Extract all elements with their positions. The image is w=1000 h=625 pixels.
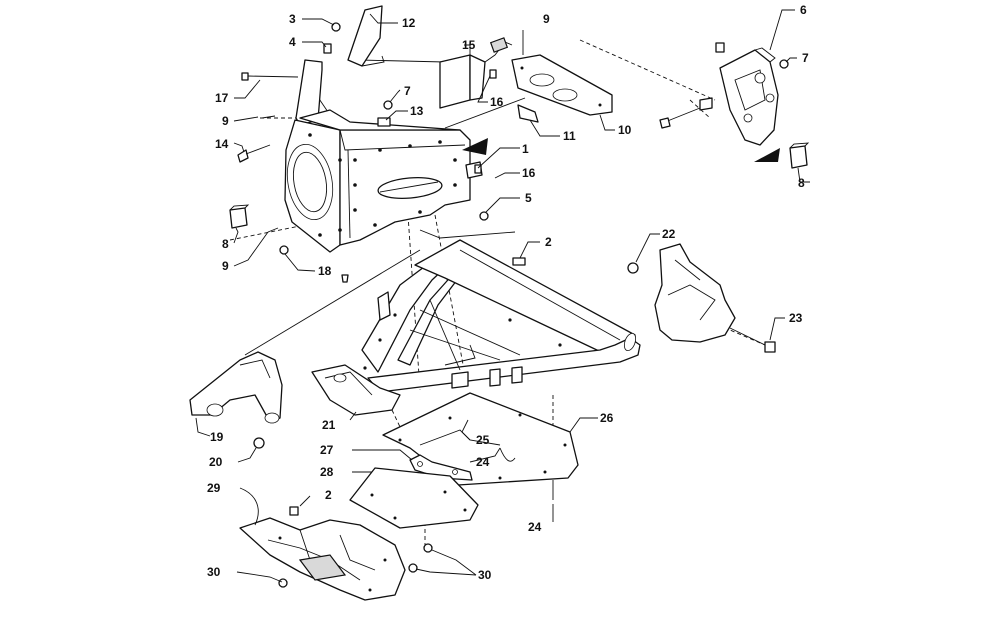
callout-20: 20 xyxy=(209,455,223,469)
callout-28: 28 xyxy=(320,465,334,479)
callout-1: 1 xyxy=(522,142,529,156)
callout-11: 11 xyxy=(563,129,576,143)
callout-12: 12 xyxy=(402,16,416,30)
callout-16: 16 xyxy=(522,166,536,180)
callout-9: 9 xyxy=(222,114,229,128)
assembly-lines xyxy=(244,59,526,356)
callout-18: 18 xyxy=(318,264,332,278)
callout-5: 5 xyxy=(525,191,532,205)
part-29-front-skid xyxy=(239,517,406,601)
part-11-bracket xyxy=(517,104,539,123)
callout-3: 3 xyxy=(289,12,296,26)
callout-13: 13 xyxy=(410,104,424,118)
callout-14: 14 xyxy=(215,137,229,151)
callout-15: 15 xyxy=(462,38,476,52)
part-10-top-plate xyxy=(511,54,613,116)
callout-8: 8 xyxy=(798,176,805,190)
part-28-lower-plate xyxy=(349,467,479,529)
callout-10: 10 xyxy=(618,123,632,137)
callout-8: 8 xyxy=(222,237,229,251)
callout-24: 24 xyxy=(476,455,490,469)
callout-9: 9 xyxy=(543,12,550,26)
callout-19: 19 xyxy=(210,430,224,444)
callout-30: 30 xyxy=(207,565,221,579)
callout-27: 27 xyxy=(320,443,334,457)
part-main-frame xyxy=(311,239,641,416)
callout-26: 26 xyxy=(600,411,614,425)
part-12-plate xyxy=(347,5,385,67)
callout-7: 7 xyxy=(404,84,411,98)
callout-29: 29 xyxy=(207,481,221,495)
callout-2: 2 xyxy=(325,488,332,502)
callout-22: 22 xyxy=(662,227,676,241)
callout-23: 23 xyxy=(789,311,803,325)
callout-2: 2 xyxy=(545,235,552,249)
part-19-spindle-bracket xyxy=(189,351,283,424)
leader-lines xyxy=(195,9,810,583)
callout-9: 9 xyxy=(222,259,229,273)
callout-21: 21 xyxy=(322,418,336,432)
callout-4: 4 xyxy=(289,35,296,49)
part-8-rubber-block-right xyxy=(789,142,810,169)
part-15-electrical-box xyxy=(439,37,513,109)
part-6-side-bracket xyxy=(659,42,779,146)
callout-labels: 1 2 2 3 4 5 6 7 7 8 8 9 9 9 10 11 12 13 … xyxy=(207,3,809,582)
direction-arrows xyxy=(462,138,780,162)
callout-6: 6 xyxy=(800,3,807,17)
part-1-front-bulkhead xyxy=(284,59,483,253)
callout-24: 24 xyxy=(528,520,542,534)
callout-25: 25 xyxy=(476,433,490,447)
callout-16: 16 xyxy=(490,95,504,109)
callout-30: 30 xyxy=(478,568,492,582)
callout-17: 17 xyxy=(215,91,229,105)
callout-7: 7 xyxy=(802,51,809,65)
part-frame-section-right xyxy=(654,243,776,353)
part-17-bolt xyxy=(241,72,299,81)
part-14-bolt xyxy=(237,144,271,163)
part-8-rubber-block-left xyxy=(229,204,250,229)
